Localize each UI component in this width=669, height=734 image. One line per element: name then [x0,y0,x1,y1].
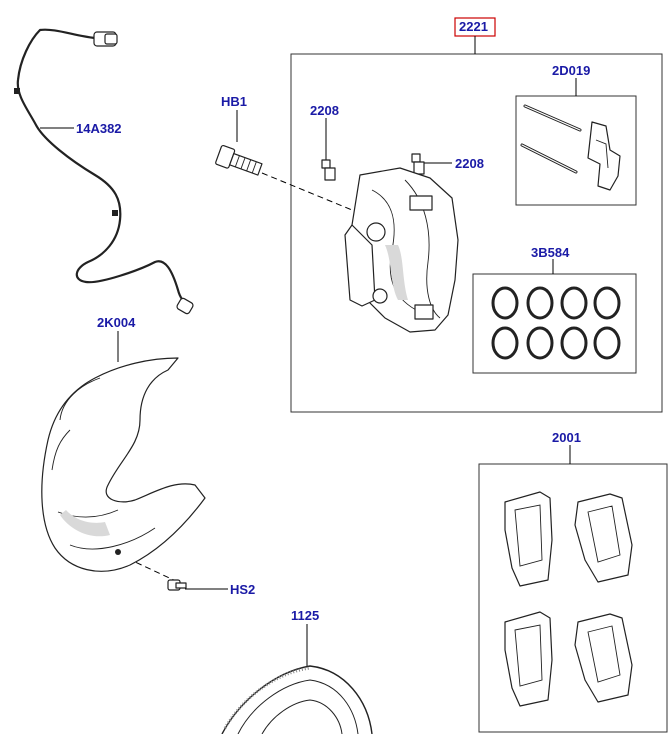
caliper-bolt-icon [215,144,263,176]
label-bleed-screw-left: 2208 [310,103,339,118]
brake-disc-drawing [221,665,373,734]
caliper-assembly-box [290,53,663,413]
label-seal-kit: 3B584 [531,245,570,260]
sensor-probe-icon [176,297,194,315]
bleed-screw-right-icon [411,153,425,175]
label-shield-screw: HS2 [230,582,255,597]
seal-kit-box [472,273,637,374]
label-wear-sensor: 14A382 [76,121,122,136]
label-bleed-screw-right: 2208 [455,156,484,171]
bleed-screw-left-icon [321,159,336,181]
label-assembly: 2221 [459,19,488,34]
shield-screw-icon [167,579,187,591]
label-disc: 1125 [291,608,319,623]
label-pad-set: 2001 [552,430,581,445]
pad-set-box [478,463,668,733]
wear-sensor-cable [14,28,194,315]
label-splash-shield: 2K004 [97,315,136,330]
splash-shield-drawing [41,357,206,572]
brake-pads-drawing [504,491,633,707]
label-caliper-bolt: HB1 [221,94,247,109]
pad-hardware-drawing [520,104,621,191]
label-pad-hardware: 2D019 [552,63,590,78]
caliper-body-drawing [344,167,459,333]
seal-kit-rings [491,286,621,360]
